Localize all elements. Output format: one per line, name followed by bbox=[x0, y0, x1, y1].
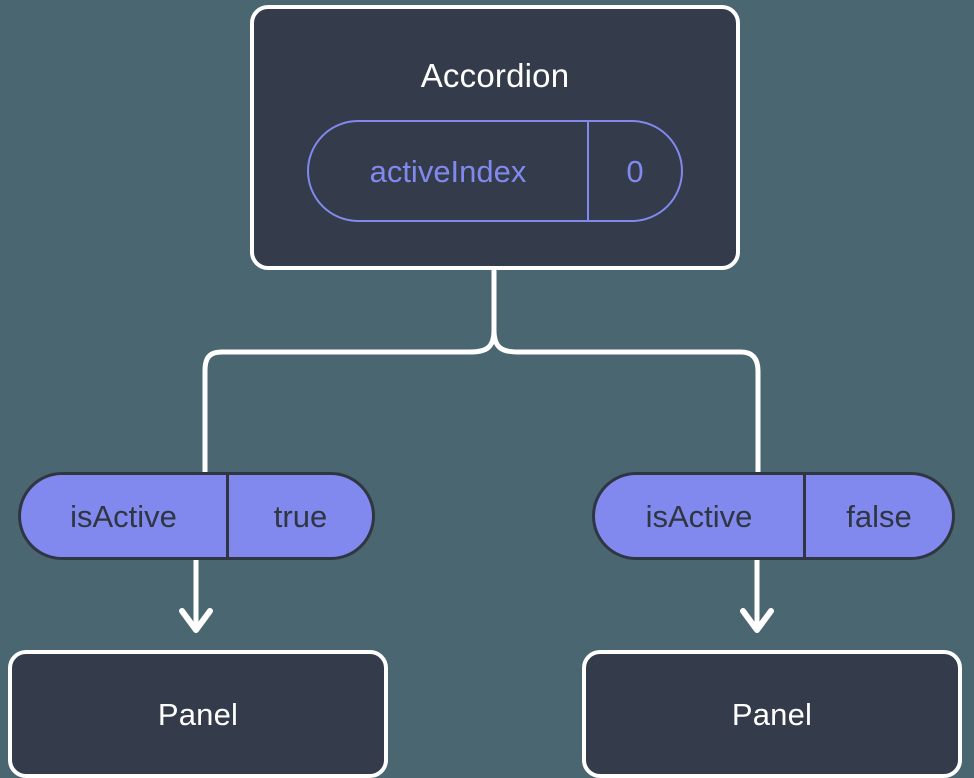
prop-pill-is-active-true[interactable]: isActive true bbox=[18, 472, 375, 560]
connector-left-branch bbox=[202, 267, 497, 475]
component-node-panel-left[interactable]: Panel bbox=[8, 650, 388, 778]
component-title-panel-right: Panel bbox=[731, 696, 813, 732]
prop-pill-is-active-false[interactable]: isActive false bbox=[592, 472, 955, 560]
arrow-left-head bbox=[179, 608, 213, 633]
prop-pill-is-active-false-key: isActive bbox=[595, 475, 806, 557]
arrow-right-head bbox=[740, 608, 774, 633]
prop-pill-is-active-true-value: true bbox=[273, 498, 328, 534]
prop-pill-is-active-false-value: false bbox=[846, 498, 912, 534]
component-title-panel-left: Panel bbox=[157, 696, 239, 732]
connector-right-branch bbox=[491, 267, 761, 475]
state-pill-active-index-key: activeIndex bbox=[309, 122, 589, 220]
prop-pill-is-active-true-key: isActive bbox=[21, 475, 229, 557]
state-pill-active-index[interactable]: activeIndex 0 bbox=[307, 120, 683, 222]
component-node-panel-right[interactable]: Panel bbox=[582, 650, 962, 778]
component-title-accordion: Accordion bbox=[420, 57, 570, 94]
state-pill-active-index-value: 0 bbox=[626, 153, 644, 189]
